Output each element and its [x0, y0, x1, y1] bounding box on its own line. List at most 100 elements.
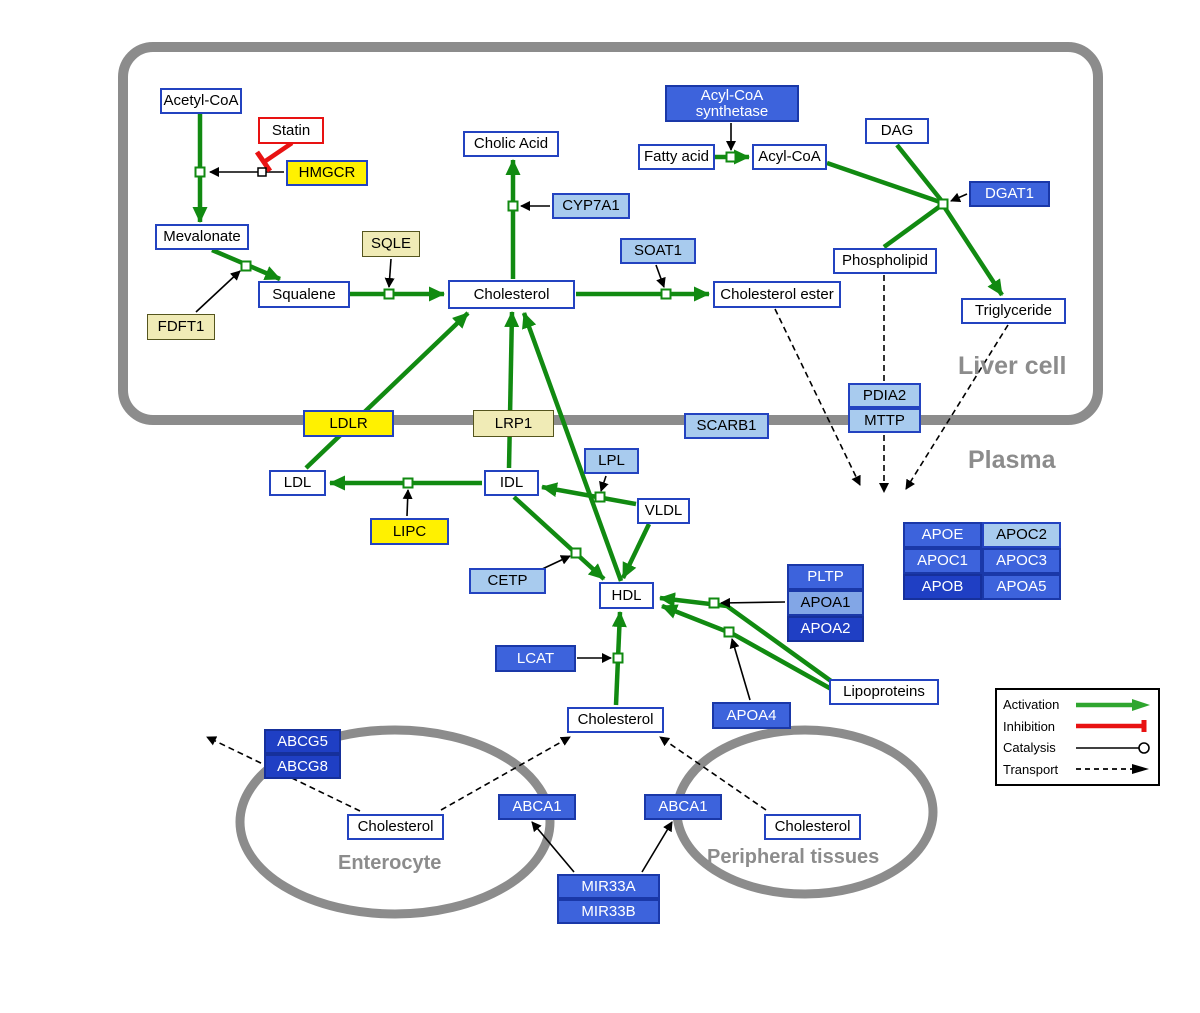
catalysis-apoa-complex: [720, 597, 786, 608]
node-vldl[interactable]: VLDL: [637, 498, 690, 524]
legend-activation-label: Activation: [1003, 697, 1060, 713]
node-phospholipid[interactable]: Phospholipid: [833, 248, 937, 274]
node-apoa1[interactable]: APOA1: [787, 590, 864, 616]
node-mevalonate[interactable]: Mevalonate: [155, 224, 249, 250]
node-cholic-acid[interactable]: Cholic Acid: [463, 131, 559, 157]
node-cetp[interactable]: CETP: [469, 568, 546, 594]
node-fdft1[interactable]: FDFT1: [147, 314, 215, 340]
edge-mir33-abca1-right: [641, 821, 673, 873]
node-mir33b[interactable]: MIR33B: [557, 899, 660, 924]
node-soat1[interactable]: SOAT1: [620, 238, 696, 264]
node-dgat1[interactable]: DGAT1: [969, 181, 1050, 207]
edge-ldl-cholesterol: [304, 311, 470, 470]
catalysis-junction-square: [257, 167, 267, 177]
node-lpl[interactable]: LPL: [584, 448, 639, 474]
node-ldlr[interactable]: LDLR: [303, 410, 394, 437]
node-cholesterol-enterocyte[interactable]: Cholesterol: [347, 814, 444, 840]
edge-idl-hdl: [512, 495, 606, 581]
legend-transport: Transport: [1003, 759, 1152, 779]
reaction-node: [723, 626, 735, 638]
catalysis-dgat1: [950, 192, 968, 202]
node-cyp7a1[interactable]: CYP7A1: [552, 193, 630, 219]
node-acyl-coa[interactable]: Acyl-CoA: [752, 144, 827, 170]
node-triglyceride[interactable]: Triglyceride: [961, 298, 1066, 324]
edge-hdl-cholesterol: [521, 312, 624, 582]
inhibition-tbar-icon: [1076, 720, 1147, 733]
reaction-node: [660, 288, 672, 300]
legend-catalysis-label: Catalysis: [1003, 740, 1056, 756]
node-acyl-coa-synthetase[interactable]: Acyl-CoA synthetase: [665, 85, 799, 122]
node-abcg5[interactable]: ABCG5: [264, 729, 341, 754]
node-lipc[interactable]: LIPC: [370, 518, 449, 545]
node-apoc2[interactable]: APOC2: [982, 522, 1061, 548]
node-idl[interactable]: IDL: [484, 470, 539, 496]
node-lipoproteins[interactable]: Lipoproteins: [829, 679, 939, 705]
node-acetyl-coa[interactable]: Acetyl-CoA: [160, 88, 242, 114]
node-apoe[interactable]: APOE: [903, 522, 982, 548]
node-hmgcr[interactable]: HMGCR: [286, 160, 368, 186]
edge-mir33-abca1-left: [531, 821, 575, 873]
reaction-node: [194, 166, 206, 178]
catalysis-apoa4: [729, 638, 751, 701]
inhibition-statin-bar: [254, 150, 273, 173]
reaction-node: [507, 200, 519, 212]
legend: Activation Inhibition Catalysis Transpor…: [995, 688, 1160, 786]
node-scarb1[interactable]: SCARB1: [684, 413, 769, 439]
node-fatty-acid[interactable]: Fatty acid: [638, 144, 715, 170]
node-pltp[interactable]: PLTP: [787, 564, 864, 590]
node-apoc3[interactable]: APOC3: [982, 548, 1061, 574]
node-squalene[interactable]: Squalene: [258, 281, 350, 308]
reaction-node: [708, 597, 720, 609]
catalysis-soat1: [655, 264, 666, 288]
edge-vldl-hdl: [620, 523, 652, 579]
transport-enterocyte-cholesterol: [440, 736, 571, 811]
transport-triglyceride-plasma: [905, 324, 1009, 490]
catalysis-fdft1: [195, 270, 241, 313]
legend-inhibition-label: Inhibition: [1003, 718, 1056, 734]
node-lrp1[interactable]: LRP1: [473, 410, 554, 437]
node-abca1-enterocyte[interactable]: ABCA1: [498, 794, 576, 820]
node-cholesterol-plasma[interactable]: Cholesterol: [567, 707, 664, 733]
inhibition-statin-line: [262, 141, 294, 164]
node-cholesterol-liver[interactable]: Cholesterol: [448, 280, 575, 309]
liver-cell-membrane: [118, 42, 1103, 425]
edge-vldl-idl: [541, 482, 637, 507]
reaction-node: [402, 477, 414, 489]
reaction-node: [937, 198, 949, 210]
node-cholesterol-peripheral[interactable]: Cholesterol: [764, 814, 861, 840]
legend-inhibition: Inhibition: [1003, 716, 1152, 736]
node-apoa4[interactable]: APOA4: [712, 702, 791, 729]
node-dag[interactable]: DAG: [865, 118, 929, 144]
legend-activation: Activation: [1003, 695, 1152, 715]
node-abcg8[interactable]: ABCG8: [264, 754, 341, 779]
liver-cell-label: Liver cell: [958, 352, 1067, 380]
transport-peripheral-cholesterol: [659, 736, 767, 811]
node-cholesterol-ester[interactable]: Cholesterol ester: [713, 281, 841, 308]
edge-dag-dgat1: [895, 143, 943, 202]
node-apoc1[interactable]: APOC1: [903, 548, 982, 574]
edge-acylcoa-dgat1: [826, 160, 941, 205]
node-mttp[interactable]: MTTP: [848, 408, 921, 433]
catalysis-lipc: [402, 489, 413, 517]
node-pdia2[interactable]: PDIA2: [848, 383, 921, 408]
edge-dgat1-triglyceride: [943, 206, 1004, 297]
node-hdl[interactable]: HDL: [599, 582, 654, 609]
node-mir33a[interactable]: MIR33A: [557, 874, 660, 899]
node-ldl[interactable]: LDL: [269, 470, 326, 496]
node-abca1-peripheral[interactable]: ABCA1: [644, 794, 722, 820]
node-apoa5[interactable]: APOA5: [982, 574, 1061, 600]
reaction-node: [570, 547, 582, 559]
edge-idl-cholesterol: [504, 311, 520, 469]
node-statin[interactable]: Statin: [258, 117, 324, 144]
plasma-label: Plasma: [968, 446, 1056, 474]
node-apob[interactable]: APOB: [903, 574, 982, 600]
node-lcat[interactable]: LCAT: [495, 645, 576, 672]
node-apoa2[interactable]: APOA2: [787, 616, 864, 642]
catalysis-sqle: [384, 258, 395, 288]
node-sqle[interactable]: SQLE: [362, 231, 420, 257]
reaction-node: [612, 652, 624, 664]
activation-arrow-icon: [1076, 698, 1150, 711]
reaction-node: [725, 151, 737, 163]
